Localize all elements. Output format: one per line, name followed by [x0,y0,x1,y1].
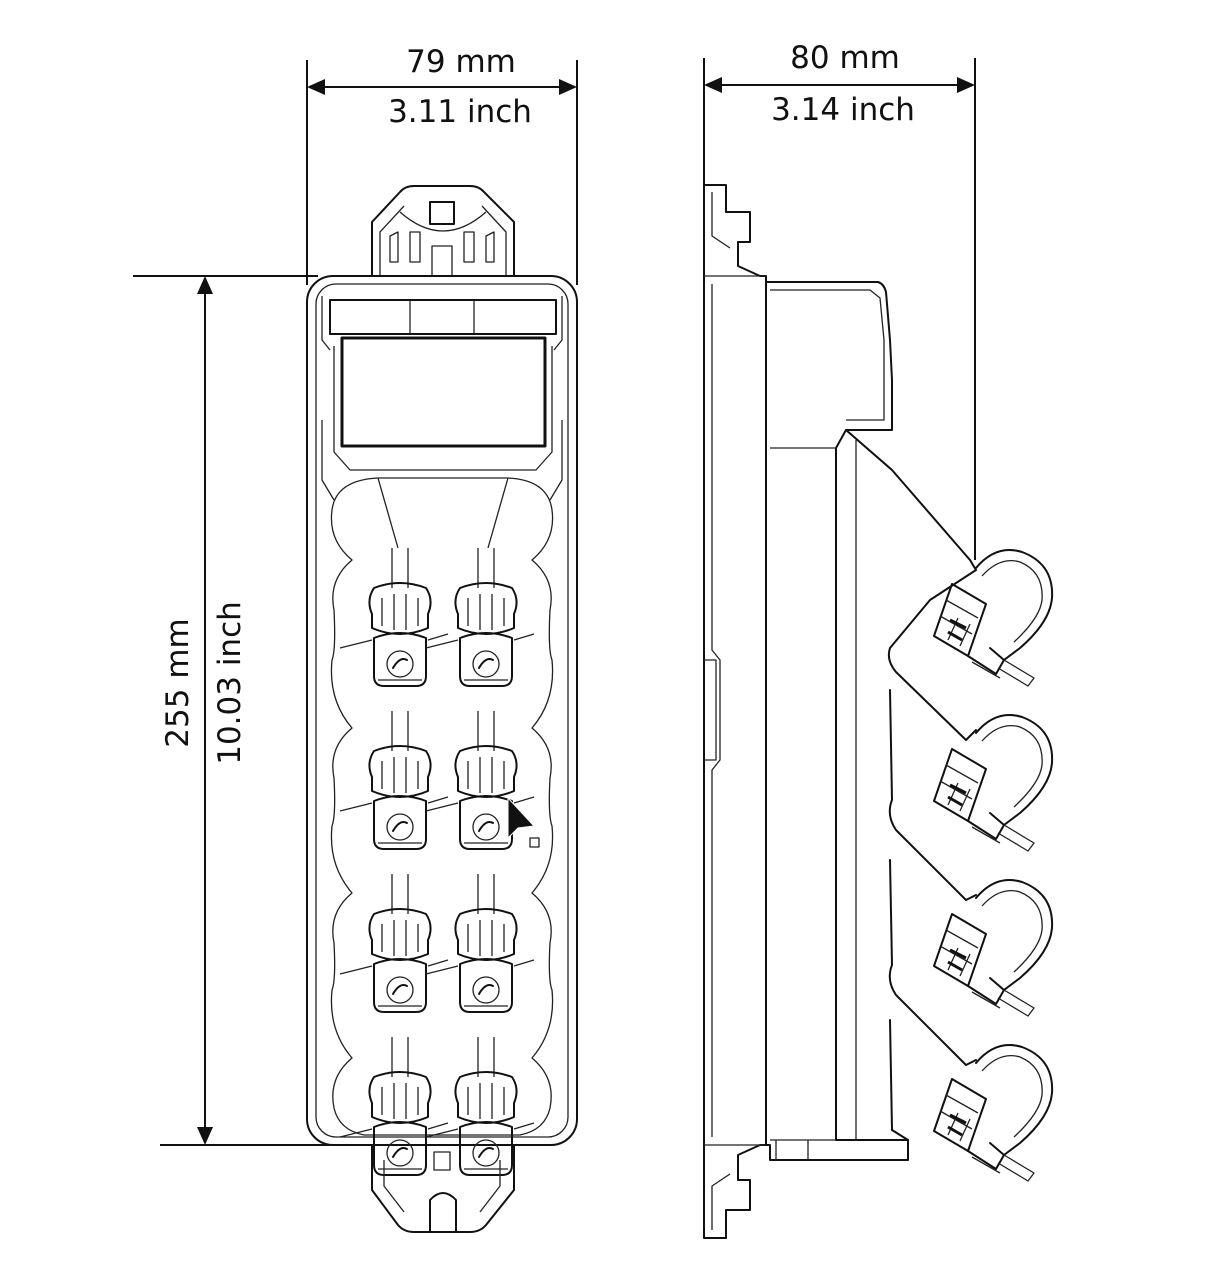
front-housing-outer [306,275,578,1146]
front-housing-inner [315,283,569,1138]
front-width-imperial: 3.11 inch [388,94,532,130]
side-connector [933,1044,1054,1182]
front-width-metric: 79 mm [406,44,516,80]
side-body [765,281,909,1161]
front-connector [339,711,449,850]
front-connector [425,1037,535,1176]
side-view [703,184,1054,1239]
side-connector-boss [845,429,977,1141]
side-backplate [703,184,767,1239]
front-connector [425,548,535,687]
front-connector-grid [339,548,535,1176]
front-width-dimension: 79 mm 3.11 inch [306,44,578,285]
side-connector [933,879,1054,1017]
side-depth-imperial: 3.14 inch [771,92,915,128]
display-window [340,336,547,448]
front-connector [425,711,535,850]
front-connector [425,874,535,1013]
front-connector [339,548,449,687]
side-connector-stack [933,549,1054,1182]
side-connector [933,549,1054,687]
connector-bay [330,477,554,1136]
front-view [306,185,578,1233]
top-mounting-tab [371,185,515,277]
mouse-pointer-icon [507,796,540,848]
height-metric: 255 mm [160,618,196,747]
side-depth-dimension: 80 mm 3.14 inch [703,40,976,560]
height-imperial: 10.03 inch [212,601,248,765]
side-depth-metric: 80 mm [790,40,900,76]
display-area [321,296,563,501]
height-dimension: 255 mm 10.03 inch [133,275,330,1146]
bottom-mounting-tab [371,1144,515,1233]
front-connector [339,1037,449,1176]
front-connector [339,874,449,1013]
side-connector [933,714,1054,852]
